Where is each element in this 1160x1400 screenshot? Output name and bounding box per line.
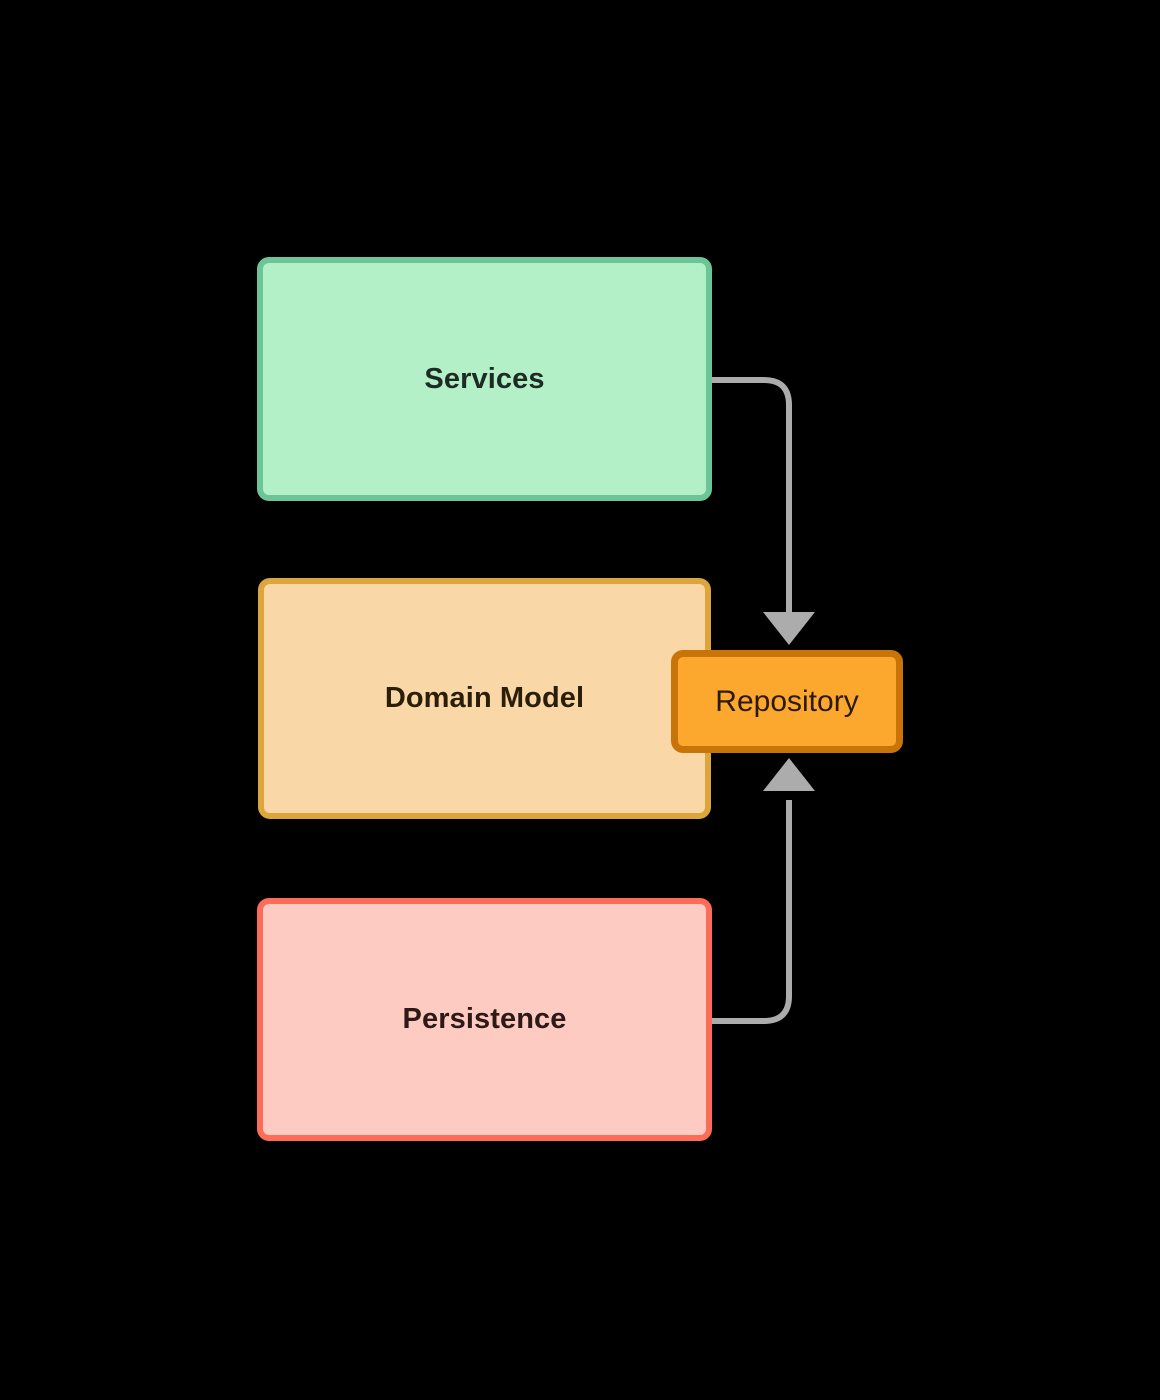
node-services[interactable]: Services xyxy=(257,257,712,501)
node-domain-model[interactable]: Domain Model xyxy=(258,578,711,819)
edge-persistence-to-repository-path xyxy=(712,800,792,1024)
node-domain-model-label: Domain Model xyxy=(384,682,585,714)
node-services-label: Services xyxy=(424,362,545,395)
edge-persistence-to-repository[interactable] xyxy=(712,758,815,1024)
node-persistence[interactable]: Persistence xyxy=(257,898,712,1141)
edge-services-to-repository-path xyxy=(712,377,792,612)
arrowhead-up-icon xyxy=(763,758,815,791)
node-persistence-label: Persistence xyxy=(402,1003,567,1035)
edge-services-to-repository[interactable] xyxy=(712,377,815,645)
node-repository[interactable]: Repository xyxy=(671,650,903,753)
node-repository-label: Repository xyxy=(715,684,859,718)
arrowhead-down-icon xyxy=(763,612,815,645)
